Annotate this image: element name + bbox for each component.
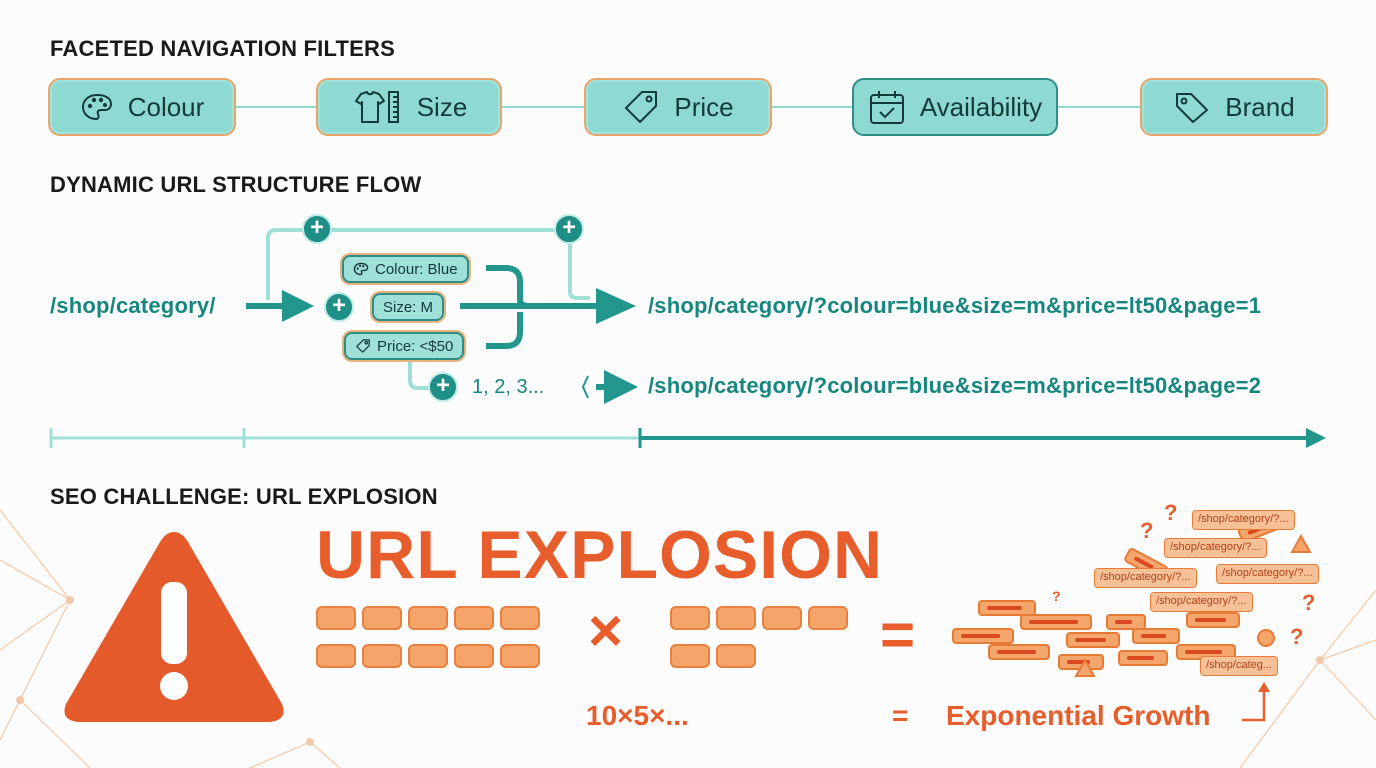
url-tile — [808, 606, 848, 630]
facet-connector — [1058, 106, 1142, 108]
triangle-icon — [1290, 534, 1312, 553]
chip-label: Price: <$50 — [377, 337, 454, 355]
url-tile — [716, 606, 756, 630]
url-tile — [500, 606, 540, 630]
url-bar — [988, 644, 1050, 660]
facet-availability[interactable]: Availability — [852, 78, 1058, 136]
growth-arrow-icon — [1242, 682, 1270, 722]
url-tile — [316, 644, 356, 668]
seo-section-title: SEO CHALLENGE: URL EXPLOSION — [50, 484, 438, 509]
url-bar — [1118, 650, 1168, 666]
flow-section-title: DYNAMIC URL STRUCTURE FLOW — [50, 172, 422, 197]
url-tile — [454, 644, 494, 668]
plus-icon: + — [324, 292, 354, 322]
facet-label: Price — [674, 91, 734, 122]
brand-tag-icon — [1176, 93, 1209, 123]
facet-connector — [770, 106, 854, 108]
url-bar — [1020, 614, 1092, 630]
result-url-page-1: /shop/category/?colour=blue&size=m&price… — [648, 293, 1262, 318]
url-bar — [1186, 612, 1240, 628]
url-bar — [978, 600, 1036, 616]
question-mark: ? — [1164, 500, 1178, 525]
url-tile — [500, 644, 540, 668]
url-tile — [454, 606, 494, 630]
url-bar — [1132, 628, 1180, 644]
question-mark: ? — [1140, 518, 1154, 543]
facet-price[interactable]: Price — [584, 78, 772, 136]
formula-result: Exponential Growth — [946, 700, 1211, 731]
facet-connector — [502, 106, 586, 108]
mini-url: /shop/category/?... — [1216, 564, 1319, 584]
url-explosion-title: URL EXPLOSION — [316, 517, 884, 593]
facets-section-title: FACETED NAVIGATION FILTERS — [50, 36, 395, 61]
filter-chip-size[interactable]: Size: M — [372, 293, 445, 321]
base-url: /shop/category/ — [50, 293, 216, 318]
facet-connector — [236, 106, 318, 108]
mini-url: /shop/category/?... — [1192, 510, 1295, 530]
times-symbol: × — [588, 597, 624, 664]
price-tag-icon — [355, 339, 370, 353]
palette-icon — [353, 262, 369, 276]
facet-colour[interactable]: Colour — [48, 78, 236, 136]
plus-icon: + — [554, 214, 584, 244]
url-bar — [1066, 632, 1120, 648]
question-mark: ? — [1290, 624, 1304, 649]
warning-icon — [64, 532, 284, 722]
url-bar — [1058, 654, 1104, 670]
chip-label: Size: M — [383, 298, 434, 316]
flow-connectors — [49, 228, 1326, 448]
mini-url: /shop/category/?... — [1094, 568, 1197, 588]
result-url-page-2: /shop/category/?colour=blue&size=m&price… — [648, 373, 1262, 398]
url-bar — [952, 628, 1014, 644]
url-tile — [408, 644, 448, 668]
url-tile — [670, 644, 710, 668]
facet-size[interactable]: Size — [316, 78, 502, 136]
pagination-label: 1, 2, 3... — [472, 376, 545, 398]
facet-label: Size — [416, 91, 468, 122]
url-tile — [670, 606, 710, 630]
url-tile — [408, 606, 448, 630]
question-mark: ? — [1302, 590, 1316, 615]
question-mark: ? — [1052, 588, 1061, 604]
equals-symbol: = — [880, 601, 916, 668]
circle-icon — [1257, 629, 1275, 647]
formula-equals: = — [892, 700, 909, 731]
mini-url: /shop/categ... — [1200, 656, 1279, 676]
price-tag-icon — [625, 91, 658, 123]
url-bar — [1106, 614, 1146, 630]
formula-left: 10×5×... — [586, 700, 689, 731]
facet-label: Brand — [1225, 91, 1295, 122]
url-tile — [362, 644, 402, 668]
plus-icon: + — [428, 372, 458, 402]
plus-icon: + — [302, 214, 332, 244]
tshirt-ruler-icon — [354, 91, 399, 123]
chip-label: Colour: Blue — [375, 260, 458, 278]
facet-label: Colour — [127, 91, 205, 122]
facet-brand[interactable]: Brand — [1140, 78, 1328, 136]
filter-chip-price[interactable]: Price: <$50 — [344, 332, 465, 360]
url-tile — [762, 606, 802, 630]
facet-label: Availability — [919, 91, 1043, 122]
mini-url: /shop/category/?... — [1164, 538, 1267, 558]
triangle-icon — [1074, 658, 1096, 677]
palette-icon — [81, 93, 112, 121]
url-tile — [316, 606, 356, 630]
filter-chip-colour[interactable]: Colour: Blue — [342, 255, 469, 283]
url-tile — [362, 606, 402, 630]
url-tile — [716, 644, 756, 668]
mini-url: /shop/category/?... — [1150, 592, 1253, 612]
calendar-check-icon — [869, 91, 904, 124]
